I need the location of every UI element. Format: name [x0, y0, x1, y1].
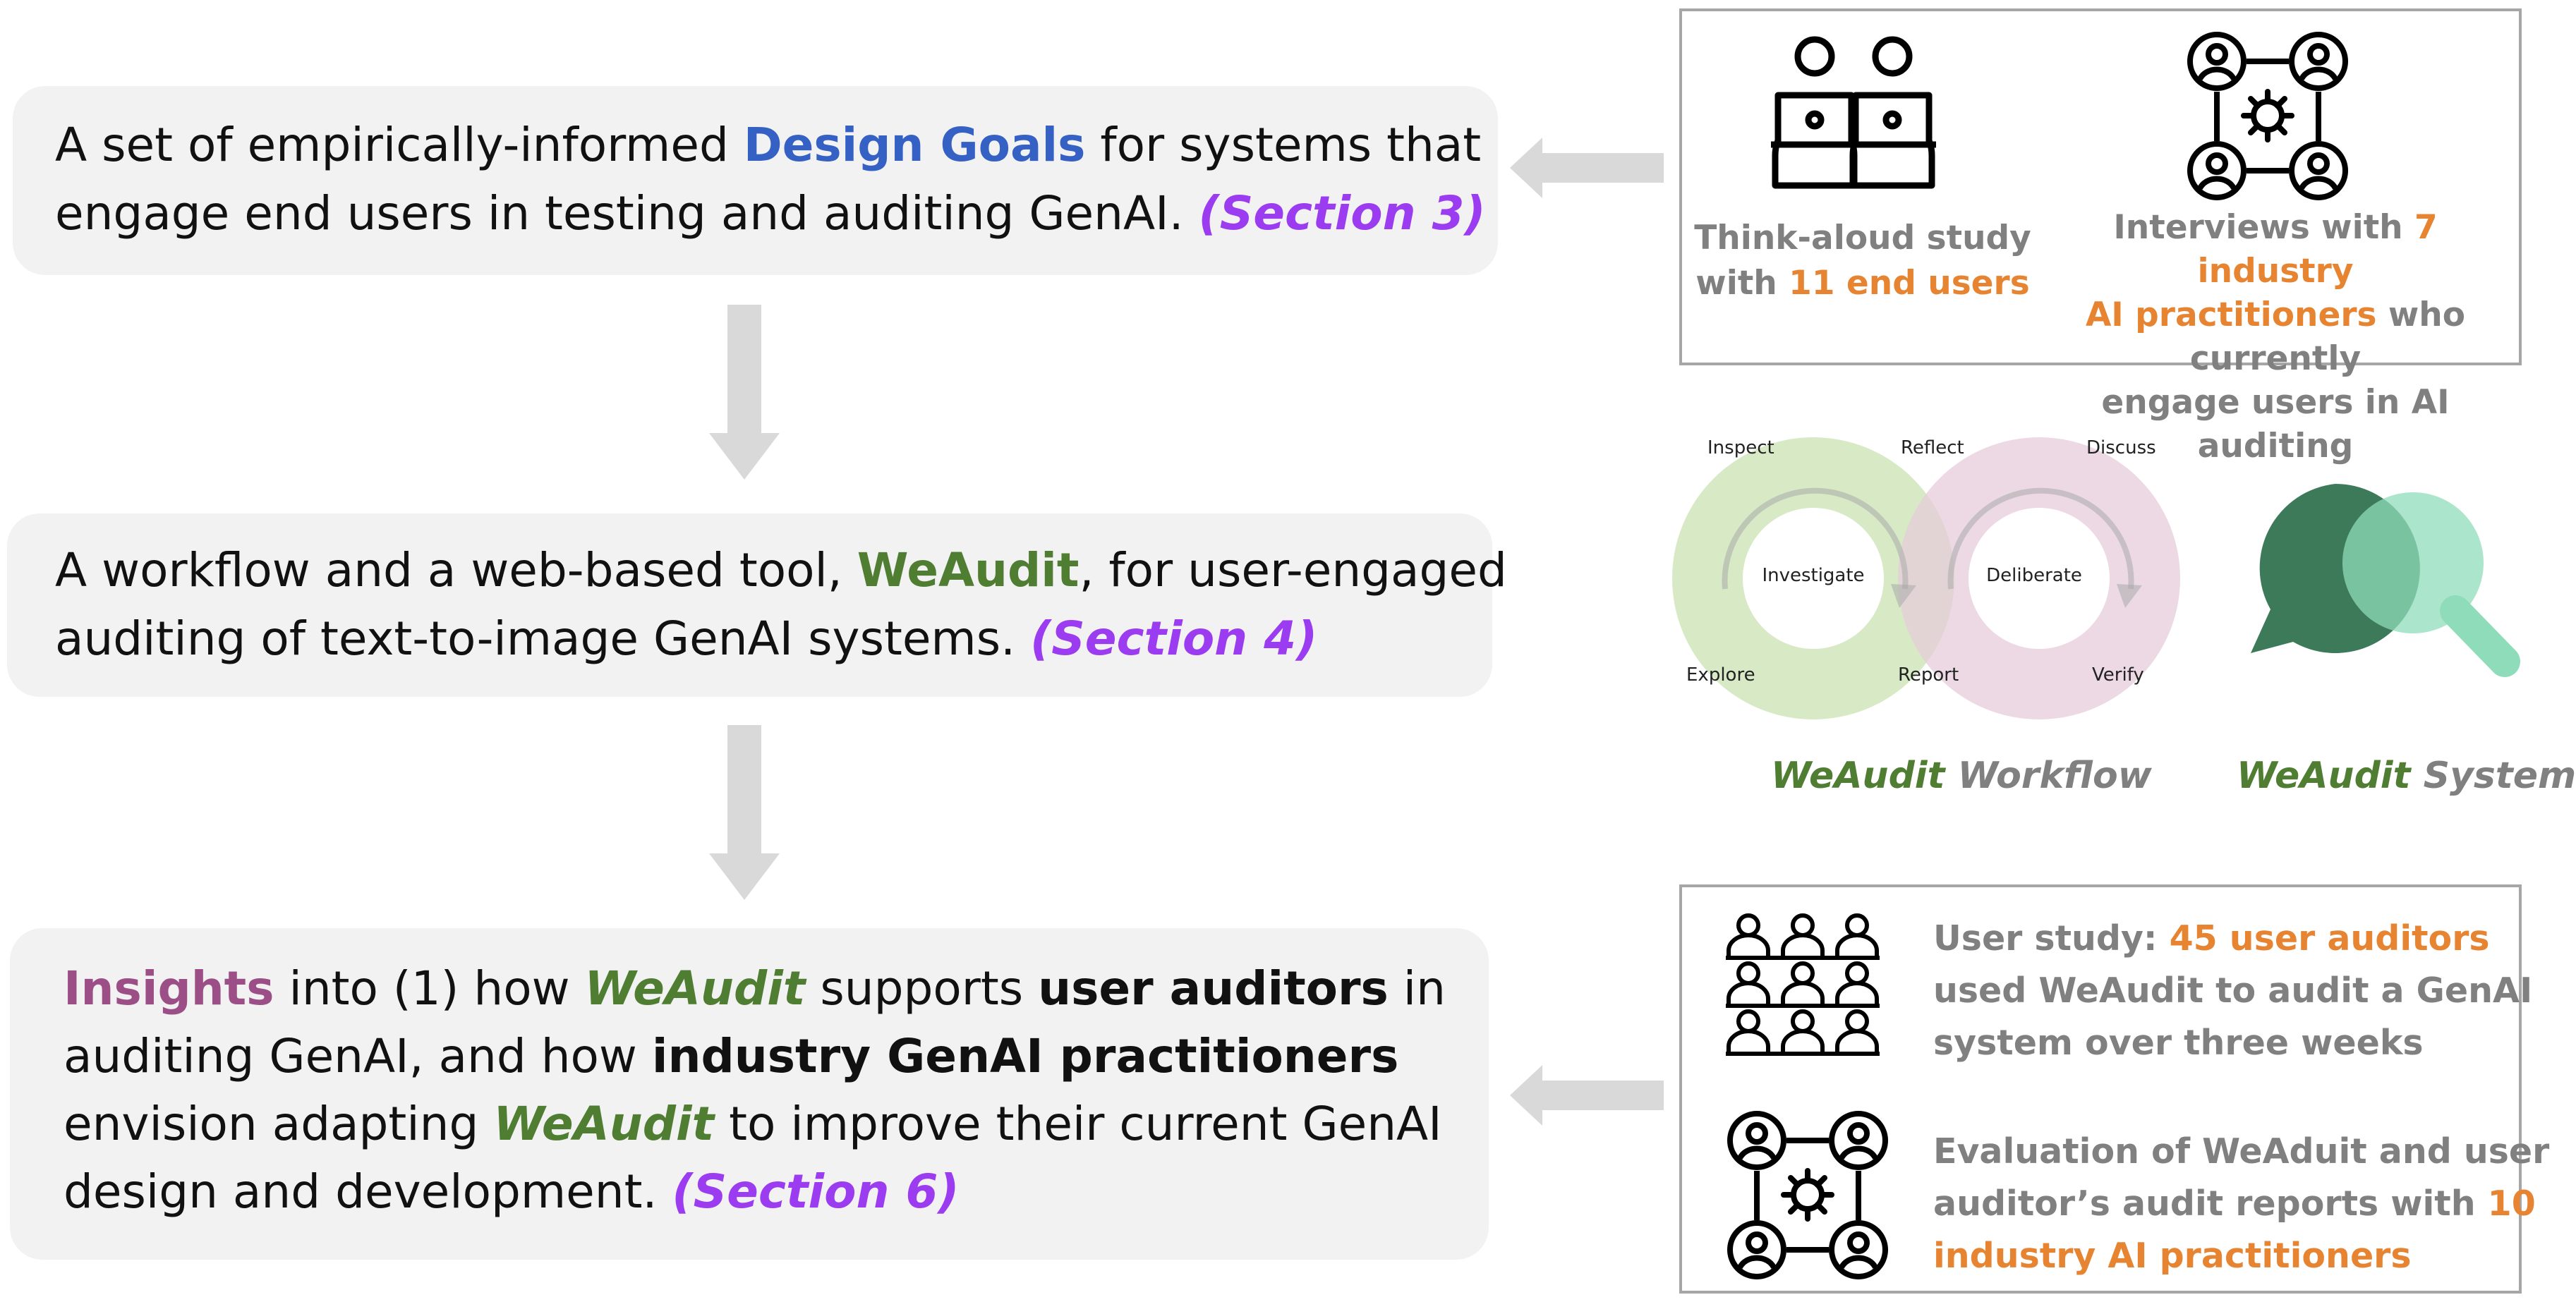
- insights-text: Insights into (1) how WeAudit supports u…: [64, 955, 1446, 1226]
- weaudit-workflow-diagram: [1672, 437, 2180, 719]
- caption-line: Think-aloud study: [1694, 219, 2031, 257]
- text-segment: A workflow and a web-based tool,: [55, 543, 857, 597]
- users-with-laptops-icon: [1771, 36, 1936, 189]
- evaluation-caption: Evaluation of WeAduit and user auditor’s…: [1933, 1126, 2549, 1282]
- weaudit-system-logo: [2251, 484, 2520, 677]
- discuss-label: Discuss: [2086, 437, 2156, 458]
- contribution-box-weaudit-tool: [7, 513, 1492, 697]
- down-arrow-2: [709, 725, 780, 900]
- practitioners-gear-icon: [2187, 32, 2348, 200]
- practitioners-count: 10: [2487, 1184, 2536, 1224]
- section-ref: (Section 6): [672, 1164, 960, 1219]
- insights-highlight: Insights: [64, 961, 274, 1016]
- practitioners-label: AI practitioners: [2085, 296, 2377, 334]
- practitioners-gear-icon-bottom: [1727, 1111, 1888, 1279]
- practitioners-highlight: industry GenAI practitioners: [651, 1029, 1399, 1083]
- caption-line: Evaluation of WeAduit and user: [1933, 1131, 2550, 1172]
- inspect-label: Inspect: [1707, 437, 1774, 458]
- section-ref: (Section 4): [1030, 612, 1318, 666]
- caption-line: auditor’s audit reports with: [1933, 1184, 2488, 1224]
- workflow-caption: WeAudit Workflow: [1771, 755, 2152, 797]
- text-segment: engage end users in testing and auditing…: [55, 186, 1199, 241]
- contribution-box-design-goals: [13, 86, 1498, 275]
- caption-brand: WeAudit: [2237, 755, 2411, 797]
- text-segment: auditing GenAI, and how: [64, 1029, 652, 1083]
- section-ref: (Section 3): [1198, 186, 1486, 241]
- weaudit-highlight: WeAudit: [857, 543, 1080, 597]
- user-auditors-count: 45 user auditors: [2169, 918, 2490, 959]
- caption-line: used WeAudit to audit a GenAI: [1933, 971, 2533, 1011]
- design-goals-text: A set of empirically-informed Design Goa…: [55, 111, 1486, 248]
- report-label: Report: [1898, 664, 1959, 686]
- text-segment: to improve their current GenAI: [714, 1097, 1442, 1151]
- weaudit-tool-text: A workflow and a web-based tool, WeAudit…: [55, 536, 1507, 673]
- evaluation-studies-panel: [1679, 884, 2522, 1294]
- interviews-caption: Interviews with 7 industry AI practition…: [2032, 206, 2519, 468]
- caption-brand: WeAudit: [1771, 755, 1945, 797]
- verify-label: Verify: [2092, 664, 2144, 686]
- text-segment: supports: [805, 961, 1039, 1016]
- user-auditors-highlight: user auditors: [1038, 961, 1389, 1016]
- caption-line: with: [1695, 264, 1789, 303]
- caption-line: who currently: [2189, 296, 2466, 378]
- user-crowd-icon: [1726, 913, 1880, 1056]
- down-arrow-1: [709, 305, 780, 480]
- left-arrow-top: [1510, 138, 1664, 198]
- text-segment: auditing of text-to-image GenAI systems.: [55, 612, 1031, 666]
- left-arrow-bottom: [1510, 1065, 1664, 1126]
- weaudit-highlight: WeAudit: [584, 961, 806, 1016]
- caption-line: Interviews with: [2113, 208, 2414, 247]
- reflect-label: Reflect: [1901, 437, 1964, 458]
- user-study-caption: User study: 45 user auditors used WeAudi…: [1933, 913, 2532, 1069]
- investigate-label: Investigate: [1762, 565, 1865, 586]
- explore-label: Explore: [1686, 664, 1755, 686]
- text-segment: envision adapting: [64, 1097, 494, 1151]
- caption-line: User study:: [1933, 918, 2170, 959]
- contribution-box-insights: [10, 928, 1489, 1260]
- caption-line: system over three weeks: [1933, 1023, 2424, 1063]
- practitioners-label: industry AI practitioners: [1933, 1236, 2412, 1276]
- text-segment: for systems that: [1085, 118, 1482, 172]
- system-caption: WeAudit System: [2237, 755, 2576, 797]
- practitioners-count: 7 industry: [2197, 208, 2438, 291]
- text-segment: A set of empirically-informed: [55, 118, 744, 172]
- text-segment: into (1) how: [274, 961, 585, 1016]
- think-aloud-caption: Think-aloud study with 11 end users: [1693, 216, 2032, 306]
- design-goals-highlight: Design Goals: [743, 118, 1086, 172]
- text-segment: in: [1388, 961, 1446, 1016]
- caption-line: engage users in AI auditing: [2101, 383, 2450, 466]
- text-segment: , for user-engaged: [1079, 543, 1507, 597]
- text-segment: design and development.: [64, 1164, 672, 1219]
- caption-rest: System: [2410, 755, 2576, 797]
- deliberate-label: Deliberate: [1986, 565, 2082, 586]
- weaudit-highlight: WeAudit: [493, 1097, 715, 1151]
- end-users-count: 11 end users: [1789, 264, 2030, 303]
- caption-rest: Workflow: [1945, 755, 2152, 797]
